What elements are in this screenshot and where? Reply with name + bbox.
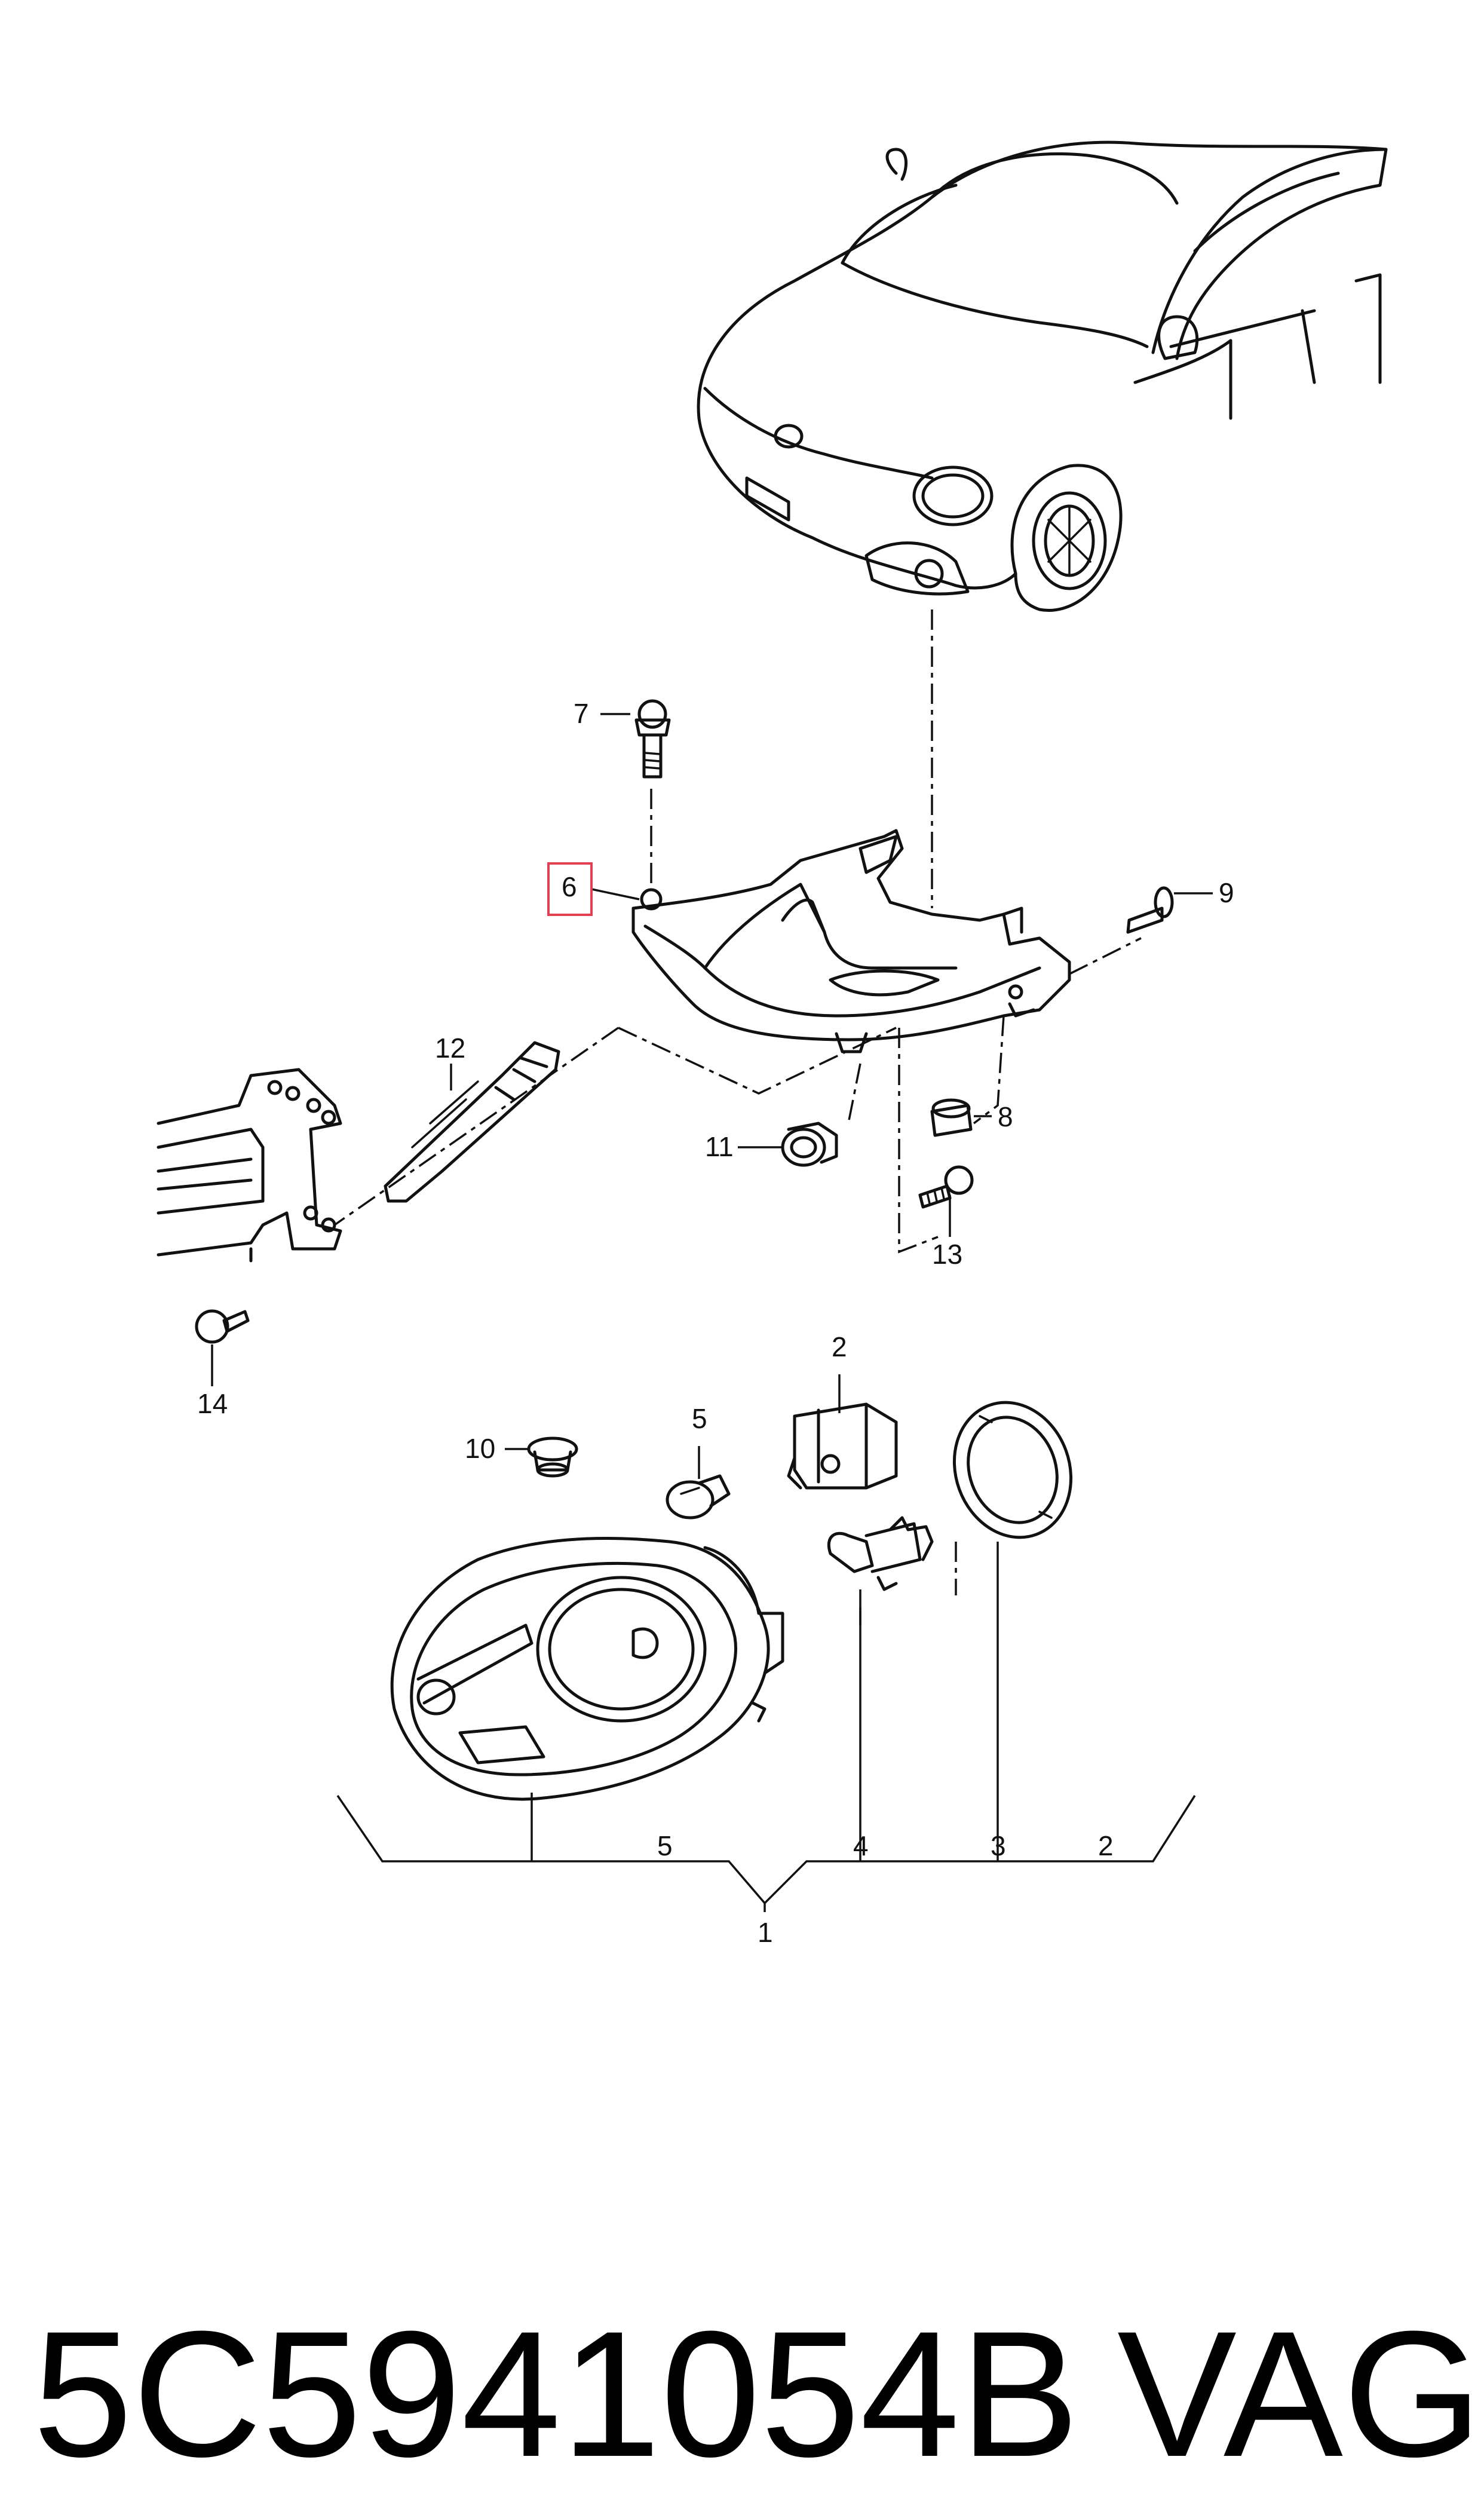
seal-ring-3 xyxy=(952,1401,1073,1539)
brand-name: VAG xyxy=(1117,2293,1482,2494)
adjuster-motor-2 xyxy=(787,1402,898,1490)
part-12-strip xyxy=(384,1041,560,1203)
assembly-line xyxy=(859,1542,957,1625)
nut-8 xyxy=(930,1098,973,1137)
leader-lines xyxy=(211,713,1213,1912)
callout-5-bottom: 5 xyxy=(657,1830,673,1861)
screw-9 xyxy=(1126,886,1174,934)
callout-3: 3 xyxy=(991,1830,1006,1861)
callout-6: 6 xyxy=(562,871,577,902)
clip-11 xyxy=(781,1122,838,1167)
cap-10 xyxy=(527,1436,578,1478)
assembly-line xyxy=(847,1063,861,1124)
assembly-line xyxy=(334,1027,619,1226)
car-illustration xyxy=(697,140,1388,612)
assembly-line xyxy=(973,1015,1005,1125)
screw-14 xyxy=(195,1309,250,1344)
bulb-4 xyxy=(827,1516,934,1591)
assembly-line xyxy=(898,1028,939,1254)
bumper-bracket xyxy=(157,1068,342,1263)
callout-10: 10 xyxy=(465,1433,495,1464)
callout-7: 7 xyxy=(574,698,589,729)
callout-2-top: 2 xyxy=(832,1331,847,1362)
callout-1: 1 xyxy=(758,1917,773,1948)
part-number: 5C5941054B xyxy=(33,2293,1080,2494)
callout-14: 14 xyxy=(197,1388,228,1419)
callout-8: 8 xyxy=(998,1101,1013,1132)
callout-5-top: 5 xyxy=(692,1403,707,1434)
screw-13 xyxy=(918,1165,974,1209)
callout-2-bottom: 2 xyxy=(1098,1830,1114,1861)
callout-13: 13 xyxy=(932,1239,962,1270)
callout-6-highlight xyxy=(547,862,593,916)
callout-4: 4 xyxy=(853,1830,869,1861)
headlight-assembly xyxy=(390,1536,784,1801)
assembly-line xyxy=(1069,937,1142,975)
bulb-5 xyxy=(666,1474,731,1520)
headlight-bracket xyxy=(631,829,1071,1053)
callout-9: 9 xyxy=(1219,877,1234,908)
assembly-line xyxy=(618,1027,897,1095)
callout-12: 12 xyxy=(435,1033,465,1064)
bolt-7 xyxy=(634,699,671,779)
callout-11: 11 xyxy=(705,1131,734,1162)
